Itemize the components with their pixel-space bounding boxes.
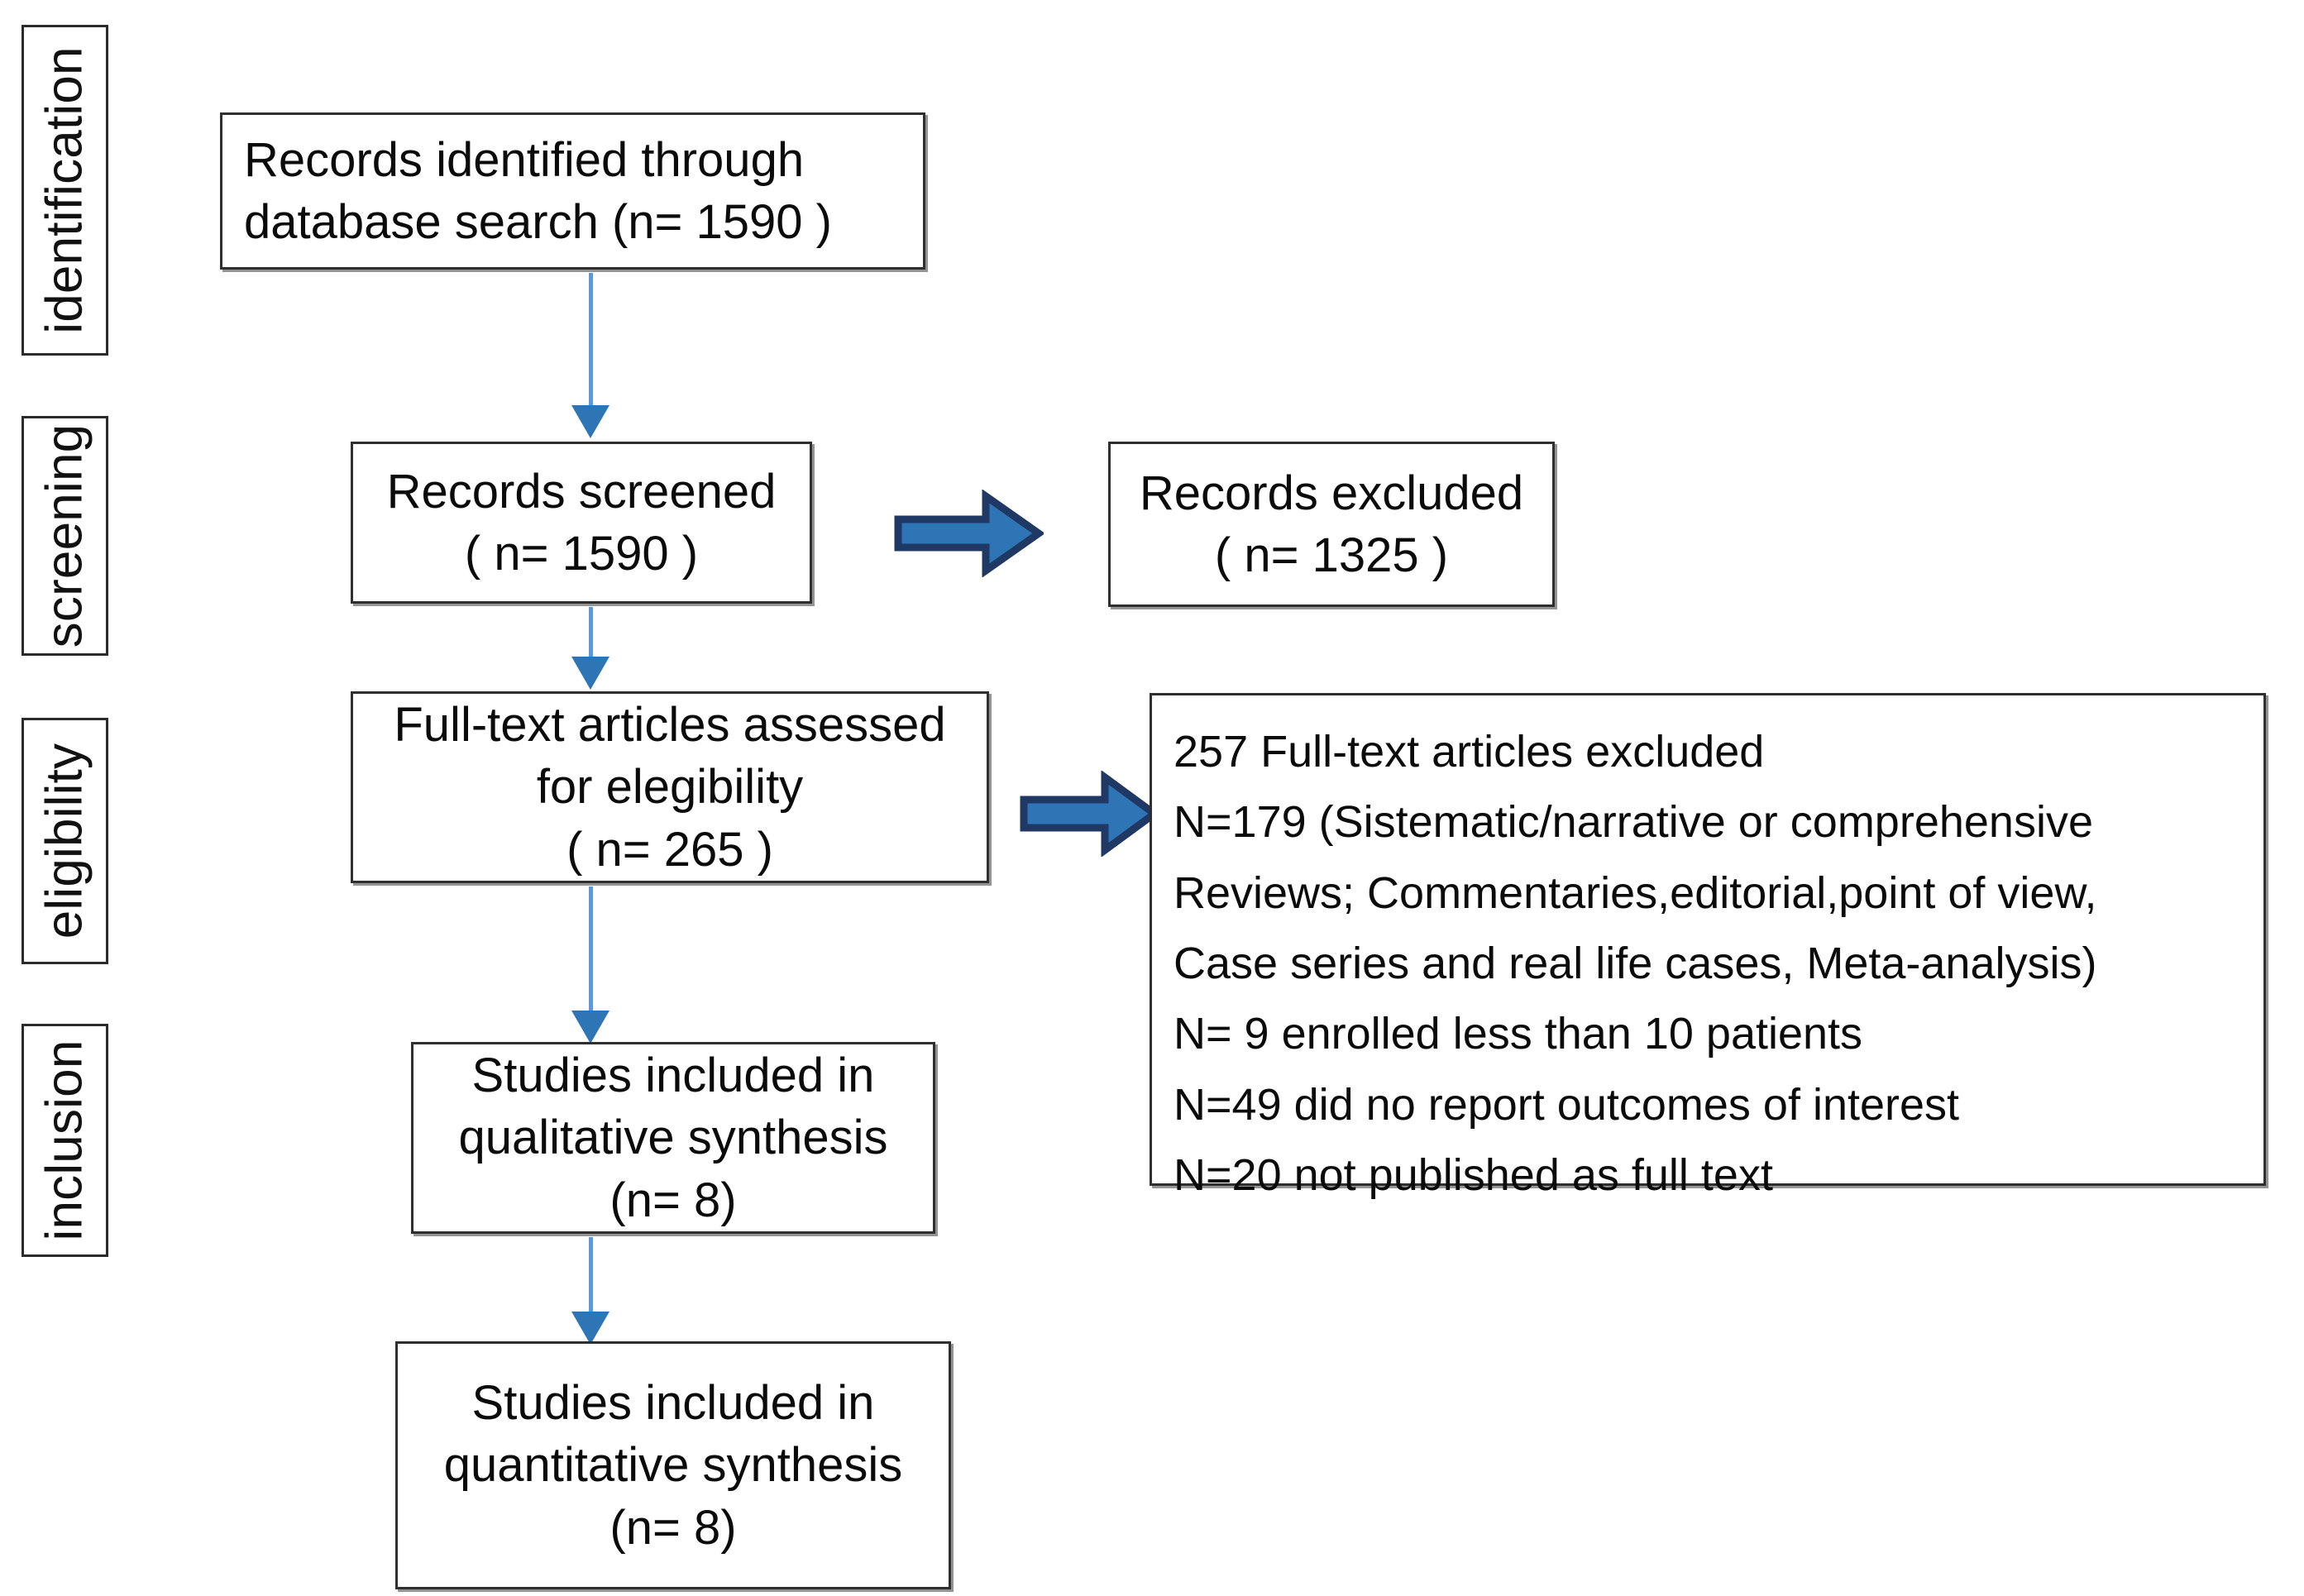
box-records-screened: Records screened ( n= 1590 ) <box>351 442 812 604</box>
connector-screened-to-eligibility <box>571 607 610 690</box>
box-line: ( n= 265 ) <box>566 822 773 877</box>
box-line: for elegibility <box>536 760 804 815</box>
box-line: Full-text articles assessed <box>394 697 946 752</box>
stage-label-inclusion: inclusion <box>22 1024 108 1257</box>
box-records-identified: Records identified through database sear… <box>220 112 925 270</box>
stage-label-identification: identification <box>22 25 108 356</box>
stage-label-text: identification <box>36 46 93 334</box>
box-line: ( n= 1325 ) <box>1214 528 1449 582</box>
box-line: Records screened <box>386 464 777 518</box>
stage-label-eligibility: eligibility <box>22 718 108 964</box>
stage-label-text: inclusion <box>36 1039 93 1241</box>
stage-label-text: eligibility <box>36 743 93 939</box>
connector-shaft <box>588 273 593 407</box>
box-line: (n= 8) <box>609 1500 737 1555</box>
box-quantitative-synthesis: Studies included in quantitative synthes… <box>395 1341 951 1589</box>
connector-arrowhead <box>571 657 609 690</box>
stage-label-screening: screening <box>22 416 108 656</box>
box-line: database search (n= 1590 ) <box>244 195 832 249</box>
box-line: Records excluded <box>1139 466 1524 520</box>
box-records-excluded: Records excluded ( n= 1325 ) <box>1108 442 1555 607</box>
box-fulltext-excluded-reasons: 257 Full-text articles excluded N=179 (S… <box>1150 693 2266 1200</box>
block-arrow-eligibility-to-fulltext-excluded <box>1019 771 1159 857</box>
connector-eligibility-to-qualitative <box>571 886 610 1044</box>
box-qualitative-synthesis: Studies included in qualitative synthesi… <box>411 1042 935 1234</box>
box-line: N=179 (Sistematic/narrative or comprehen… <box>1174 797 2093 848</box>
box-fulltext-assessed: Full-text articles assessed for elegibil… <box>351 691 989 883</box>
box-line: quantitative synthesis <box>443 1438 903 1493</box>
box-line: ( n= 1590 ) <box>464 527 699 581</box>
box-line: Reviews; Commentaries,editorial,point of… <box>1174 867 2097 918</box>
box-line: N= 9 enrolled less than 10 patients <box>1174 1009 1863 1059</box>
box-line: 257 Full-text articles excluded <box>1174 727 1765 776</box>
connector-identified-to-screened <box>571 273 610 438</box>
box-line: Studies included in <box>471 1375 875 1430</box>
connector-qualitative-to-quantitative <box>571 1237 610 1345</box>
connector-arrowhead <box>571 405 609 438</box>
box-line: N=20 not published as full text <box>1174 1149 1773 1200</box>
stage-label-text: screening <box>36 423 93 648</box>
connector-shaft <box>588 1237 593 1313</box>
box-line: (n= 8) <box>609 1173 737 1227</box>
connector-arrowhead <box>571 1011 609 1044</box>
box-line: Records identified through <box>244 132 805 187</box>
connector-shaft <box>588 607 593 658</box>
box-line: Case series and real life cases, Meta-an… <box>1174 938 2097 988</box>
box-line: qualitative synthesis <box>458 1111 888 1165</box>
box-line: N=49 did no report outcomes of interest <box>1174 1079 1960 1130</box>
box-line: Studies included in <box>471 1048 875 1102</box>
connector-shaft <box>588 886 593 1012</box>
connector-arrowhead <box>571 1312 609 1345</box>
block-arrow-screened-to-records-excluded <box>893 490 1044 577</box>
